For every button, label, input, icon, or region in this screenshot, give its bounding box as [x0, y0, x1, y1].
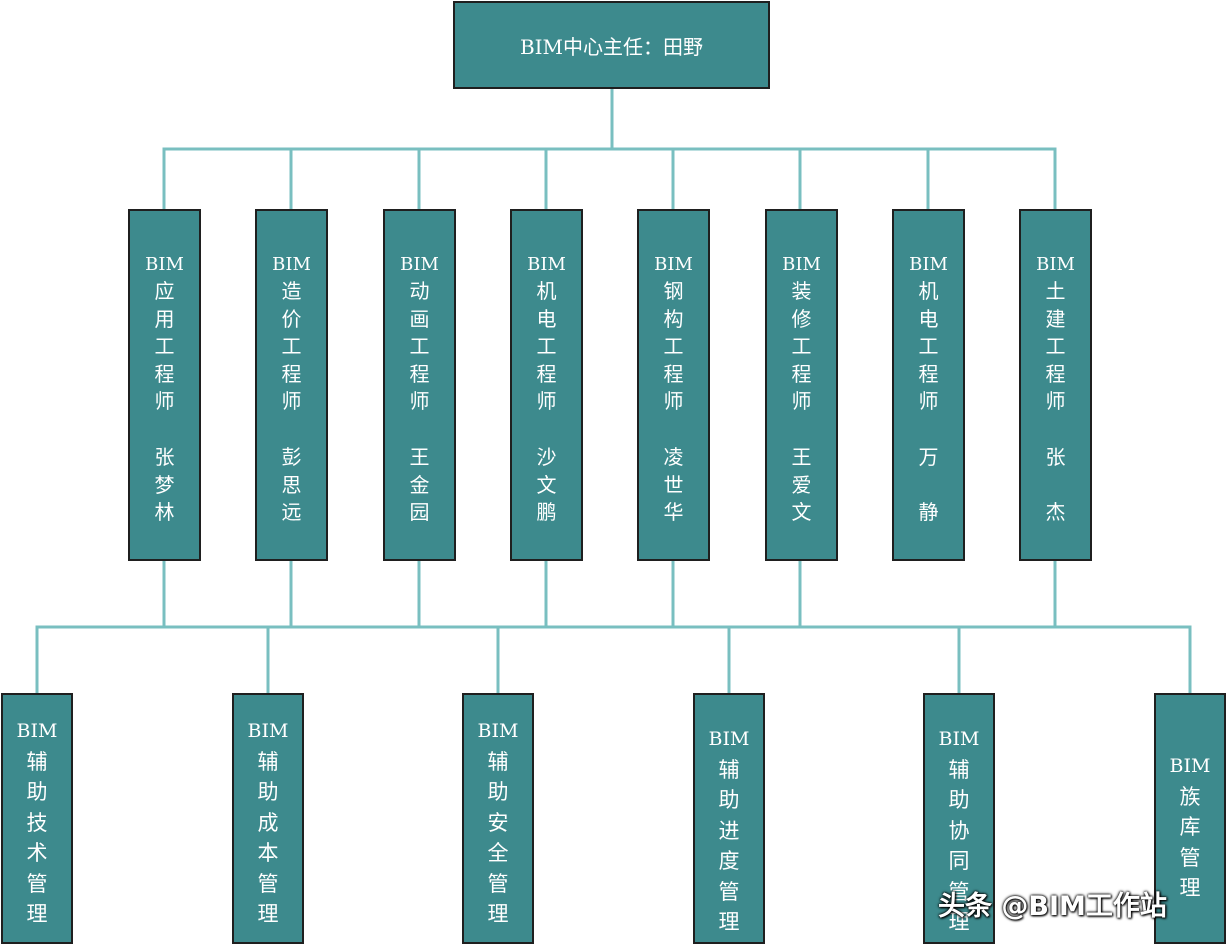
- engineer-name: 王爱文: [791, 445, 812, 525]
- engineer-name: 彭思远: [281, 445, 302, 525]
- director-box: BIM中心主任：田野: [453, 1, 770, 89]
- director-label: BIM中心主任：田野: [519, 34, 704, 59]
- engineer-name: 凌世华: [663, 445, 684, 525]
- engineer-name: 王金园: [409, 445, 430, 525]
- engineer-name: 张梦林: [154, 445, 175, 525]
- engineer-name: 沙文鹏: [536, 445, 557, 525]
- watermark: 头条 @BIM工作站: [938, 891, 1167, 922]
- engineer-name: 万 静: [918, 445, 939, 525]
- engineer-name: 张 杰: [1045, 445, 1066, 525]
